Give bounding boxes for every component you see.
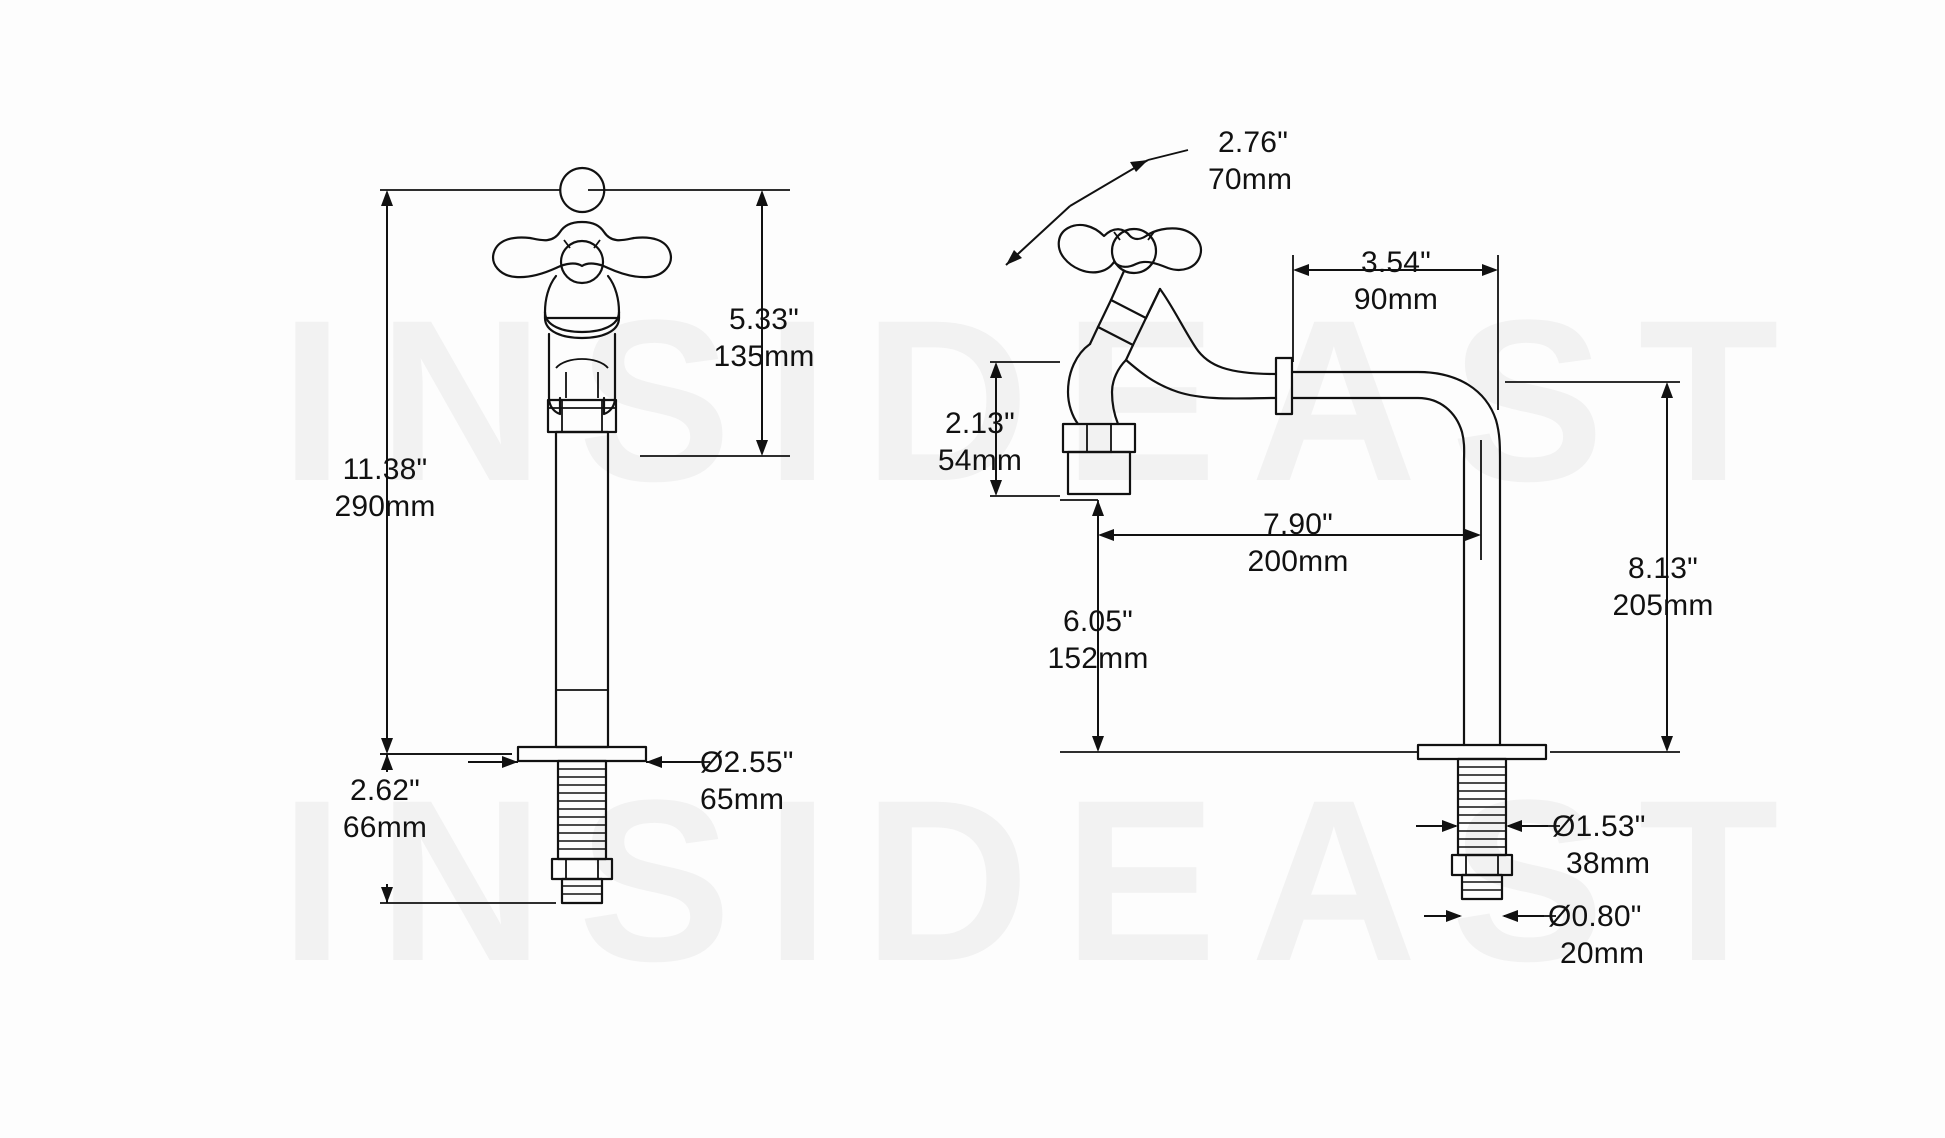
flange-diameter-imperial: Ø1.53" <box>1552 810 1646 843</box>
base-diameter-dimension: Ø2.55" 65mm <box>468 746 794 816</box>
pillar-tap-bonnet <box>543 274 621 340</box>
spout-reach-metric: 200mm <box>1247 545 1348 578</box>
handle-height-metric: 135mm <box>713 340 814 373</box>
spout-reach-imperial: 7.90" <box>1263 508 1333 541</box>
base-diameter-imperial: Ø2.55" <box>700 746 794 779</box>
bib-tap-cross-handle <box>1057 223 1203 275</box>
spout-offset-metric: 90mm <box>1354 283 1438 316</box>
inlet-to-deck-dimension: 6.05" 152mm <box>1047 499 1418 753</box>
spout-offset-imperial: 3.54" <box>1361 246 1431 279</box>
bib-tap-inlet-nut <box>1061 422 1137 496</box>
watermark-group: INSIDEAST INSIDEAST <box>280 272 1813 1009</box>
pillar-tap-cross-handle <box>492 166 672 285</box>
handle-height-dimension: 5.33" 135mm <box>588 189 814 457</box>
base-diameter-metric: 65mm <box>700 783 784 816</box>
handle-width-imperial: 2.76" <box>1218 126 1288 159</box>
bib-tap-body <box>1066 287 1278 426</box>
bib-tap-threaded-shank <box>1450 757 1514 901</box>
spout-offset-dimension: 3.54" 90mm <box>1292 246 1499 410</box>
flange-diameter-dimension: Ø1.53" 38mm <box>1416 810 1650 880</box>
handle-width-dimension: 2.76" 70mm <box>1005 126 1292 266</box>
thread-diameter-metric: 20mm <box>1560 937 1644 970</box>
bib-tap-swan-neck-pipe <box>1290 370 1502 747</box>
overall-height-imperial: 11.38" <box>343 453 428 486</box>
spout-height-metric: 205mm <box>1612 589 1713 622</box>
overall-height-metric: 290mm <box>334 490 435 523</box>
pillar-tap-threaded-shank <box>550 759 614 905</box>
inlet-height-imperial: 2.13" <box>945 407 1015 440</box>
thread-diameter-dimension: Ø0.80" 20mm <box>1424 900 1644 970</box>
handle-height-imperial: 5.33" <box>729 303 799 336</box>
watermark-text-top: INSIDEAST <box>280 272 1813 529</box>
thread-diameter-imperial: Ø0.80" <box>1548 900 1642 933</box>
inlet-to-deck-imperial: 6.05" <box>1063 605 1133 638</box>
shank-length-dimension: 2.62" 66mm <box>343 753 556 904</box>
bib-tap-view: 2.76" 70mm 3.54" 90mm 2.13" <box>938 126 1713 970</box>
handle-width-metric: 70mm <box>1208 163 1292 196</box>
inlet-height-metric: 54mm <box>938 444 1022 477</box>
watermark-text-bottom: INSIDEAST <box>280 752 1813 1009</box>
inlet-height-dimension: 2.13" 54mm <box>938 361 1060 497</box>
spout-height-dimension: 8.13" 205mm <box>1505 381 1713 753</box>
shank-length-metric: 66mm <box>343 811 427 844</box>
overall-height-dimension: 11.38" 290mm <box>334 189 560 755</box>
spout-height-imperial: 8.13" <box>1628 552 1698 585</box>
shank-length-imperial: 2.62" <box>350 774 420 807</box>
pillar-tap-view: 5.33" 135mm 11.38" 290mm <box>334 166 814 905</box>
flange-diameter-metric: 38mm <box>1566 847 1650 880</box>
inlet-to-deck-metric: 152mm <box>1047 642 1148 675</box>
bib-tap-bonnet <box>1088 269 1162 362</box>
bib-tap-collar <box>1274 356 1294 416</box>
